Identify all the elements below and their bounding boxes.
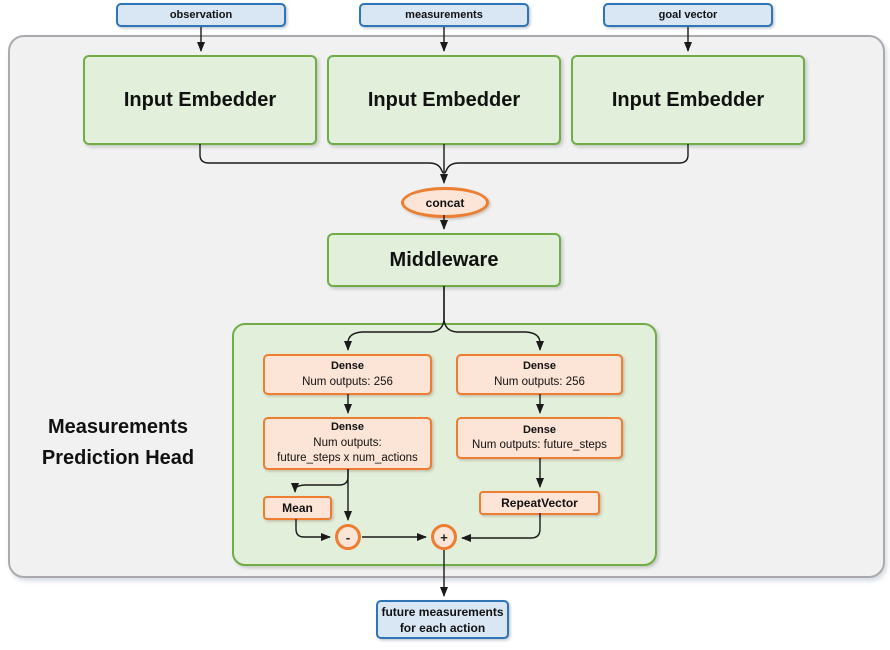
- input-embedder-2: Input Embedder: [327, 55, 561, 145]
- dense-left-2-subtitle-line1: Num outputs:: [313, 436, 382, 449]
- input-node-measurements: measurements: [359, 3, 529, 27]
- dense-left-1-subtitle: Num outputs: 256: [302, 375, 393, 388]
- repeat-vector-node: RepeatVector: [479, 491, 600, 515]
- concat-node: concat: [401, 187, 489, 218]
- dense-right-1-title: Dense: [522, 360, 557, 372]
- input-embedder-3: Input Embedder: [571, 55, 805, 145]
- dense-left-1-title: Dense: [330, 360, 365, 372]
- dense-right-2-subtitle: Num outputs: future_steps: [472, 439, 607, 451]
- dense-right-1: Dense Num outputs: 256: [456, 354, 623, 395]
- dense-left-1: Dense Num outputs: 256: [263, 354, 432, 395]
- output-node-line2: for each action: [399, 620, 486, 635]
- prediction-head-title-line2: Prediction Head: [41, 447, 195, 469]
- input-embedder-1: Input Embedder: [83, 55, 317, 145]
- mean-node: Mean: [263, 496, 332, 520]
- prediction-head-title-line1: Measurements: [47, 416, 189, 438]
- dense-left-2-title: Dense: [330, 421, 365, 434]
- middleware-node: Middleware: [327, 233, 561, 287]
- dense-right-1-subtitle: Num outputs: 256: [494, 375, 585, 388]
- prediction-head-title: Measurements Prediction Head: [14, 412, 222, 474]
- output-node-future-measurements: future measurements for each action: [376, 600, 509, 639]
- input-node-observation: observation: [116, 3, 286, 27]
- output-node-line1: future measurements: [381, 604, 504, 619]
- minus-operator-node: -: [335, 524, 361, 550]
- dense-right-2: Dense Num outputs: future_steps: [456, 417, 623, 459]
- dense-left-2: Dense Num outputs: future_steps x num_ac…: [263, 417, 432, 470]
- dense-right-2-title: Dense: [522, 423, 557, 436]
- plus-operator-node: +: [431, 524, 457, 550]
- input-node-goal-vector: goal vector: [603, 3, 773, 27]
- dense-left-2-subtitle-line2: future_steps x num_actions: [277, 452, 418, 465]
